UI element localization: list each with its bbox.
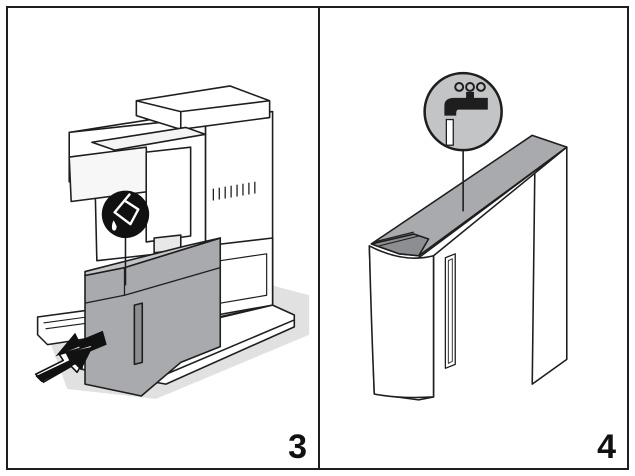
water-tank-illustration bbox=[368, 71, 568, 401]
pull-arrow bbox=[34, 330, 107, 383]
water-tank-pour-icon bbox=[101, 190, 150, 238]
step-number-3: 3 bbox=[288, 428, 307, 466]
step-number-4: 4 bbox=[597, 428, 616, 466]
step-panel-4: 4 bbox=[318, 6, 629, 470]
coffee-machine-illustration bbox=[34, 85, 310, 399]
water-tank bbox=[368, 134, 568, 401]
step-panel-3: 3 bbox=[6, 6, 320, 470]
water-tank bbox=[84, 237, 222, 397]
water-tap-icon bbox=[423, 71, 503, 152]
